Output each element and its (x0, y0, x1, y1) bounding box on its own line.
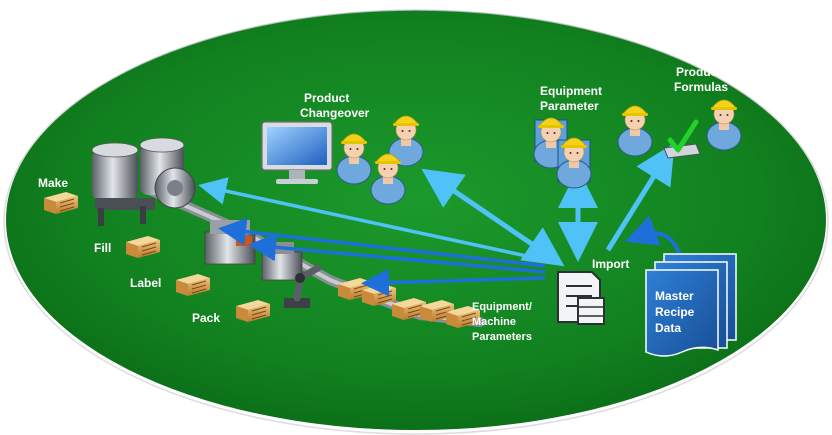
background-ellipse (6, 10, 826, 430)
label-equipment-machine-parameters-3: Parameters (472, 331, 532, 343)
recipe-document-icon (557, 271, 605, 325)
label-product-formulas-2: Formulas (674, 80, 728, 94)
label-pack: Pack (192, 311, 220, 325)
label-equipment-parameter-2: Parameter (540, 99, 599, 113)
label-import: Import (592, 257, 629, 271)
label-master-recipe-data-2: Recipe (655, 305, 695, 319)
parameter-arrows (198, 143, 675, 297)
product-formulas-group (617, 99, 742, 159)
label-equipment-machine-parameters-1: Equipment/ (472, 301, 532, 313)
label-product-formulas-1: Product (676, 65, 721, 79)
label-make: Make (38, 176, 68, 190)
label-equipment-machine-parameters-2: Machine (472, 316, 516, 328)
master-recipe-documents-icon (645, 253, 737, 357)
label-equipment-parameter-1: Equipment (540, 84, 602, 98)
label-product-changeover-1: Product (304, 91, 349, 105)
checkmark-icon (663, 119, 701, 159)
filler-machine (204, 220, 256, 265)
robot-arm (284, 264, 322, 308)
production-line-illustration (91, 137, 485, 329)
label-label: Label (130, 276, 161, 290)
label-product-changeover-2: Changeover (300, 106, 370, 120)
equipment-parameter-group (533, 117, 592, 189)
label-master-recipe-data-3: Data (655, 321, 681, 335)
mixing-tanks (91, 137, 196, 226)
product-changeover-group (261, 115, 424, 205)
label-master-recipe-data-1: Master (655, 289, 694, 303)
label-fill: Fill (94, 241, 111, 255)
computer-monitor-icon (261, 121, 333, 184)
